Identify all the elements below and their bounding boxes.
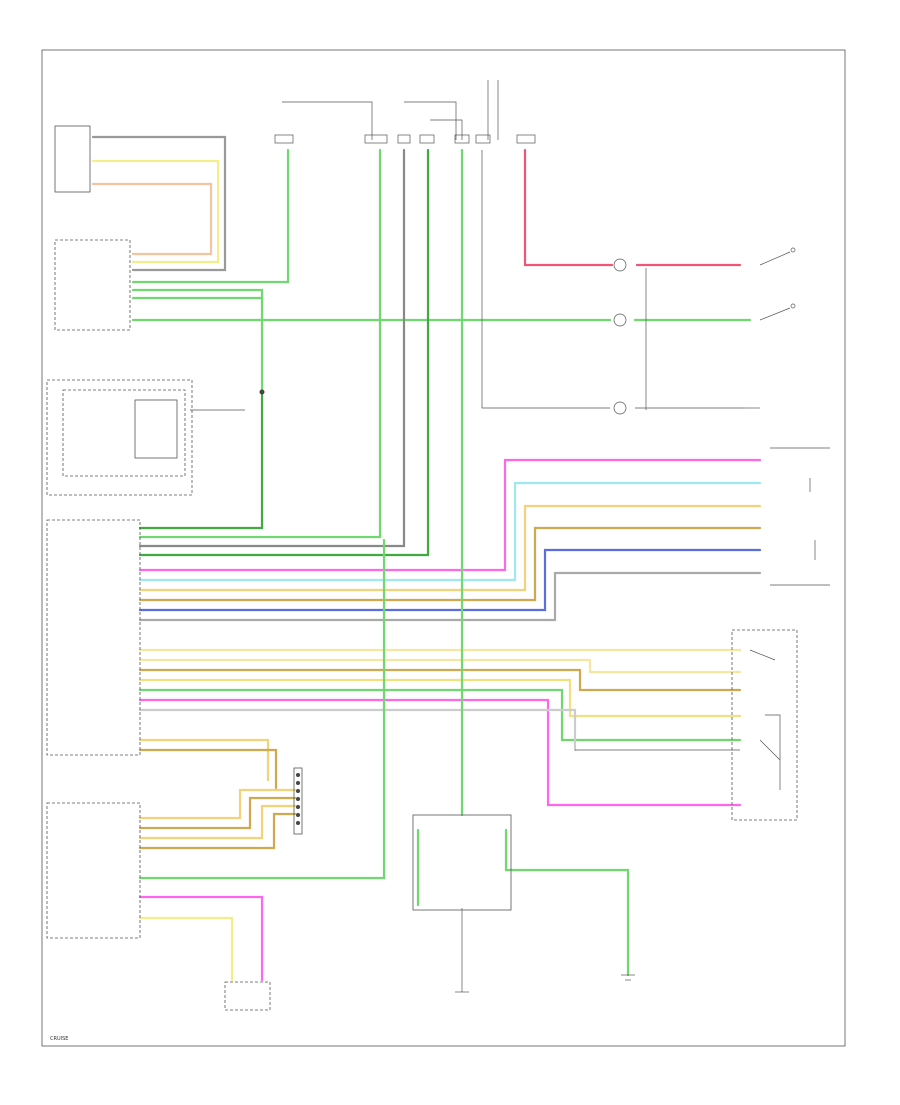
wire-tan-ecm-2 bbox=[138, 658, 742, 674]
wire-black-top-3 bbox=[430, 119, 463, 140]
switch-symbol-6 bbox=[765, 714, 781, 790]
wire-tan-tcm-1 bbox=[138, 788, 297, 820]
top-connector-5 bbox=[454, 134, 470, 144]
diagram-frame bbox=[41, 49, 846, 1047]
splice-dot-5 bbox=[296, 797, 300, 801]
wire-black-1 bbox=[481, 150, 610, 409]
splice-dot-2 bbox=[296, 773, 300, 777]
wire-yellow-tcm bbox=[138, 916, 234, 982]
wire-gray-ecm bbox=[138, 708, 577, 752]
lamp-group bbox=[613, 258, 627, 415]
switch-contact-2 bbox=[790, 303, 796, 309]
top-connector-1 bbox=[274, 134, 294, 144]
wire-orange-1 bbox=[91, 182, 213, 256]
splice-dot-4 bbox=[296, 789, 300, 793]
fuse-block-box bbox=[412, 814, 512, 911]
wire-brown-tcm-2 bbox=[138, 812, 297, 850]
switch-symbol-1 bbox=[759, 251, 791, 266]
tcm-box bbox=[46, 802, 141, 939]
splice-dot-8 bbox=[296, 821, 300, 825]
wire-yellow-1 bbox=[91, 159, 220, 264]
connector-box-top-left bbox=[54, 125, 91, 193]
wire-group bbox=[91, 135, 762, 982]
top-connector-2 bbox=[364, 134, 388, 144]
switch-symbol-group bbox=[745, 247, 816, 790]
switch-symbol-4 bbox=[749, 649, 776, 661]
splice-connector-box bbox=[293, 767, 303, 835]
wire-green-tcm-stop bbox=[138, 538, 386, 880]
switch-symbol-2 bbox=[759, 307, 791, 321]
wire-green-fuse-2 bbox=[504, 828, 630, 977]
top-connector-6 bbox=[475, 134, 491, 144]
wire-blue-ipc bbox=[138, 548, 762, 612]
splice-dot-group bbox=[259, 389, 300, 825]
wire-green-ipc-1 bbox=[138, 148, 382, 539]
wire-tan-ipc bbox=[138, 504, 762, 592]
cruise-switch-box bbox=[731, 629, 798, 821]
wire-pink-tcm bbox=[138, 895, 264, 982]
wire-black-top-1 bbox=[282, 101, 373, 140]
splice-dot-6 bbox=[296, 805, 300, 809]
switch-contact-1 bbox=[790, 247, 796, 253]
wire-red-1 bbox=[523, 148, 614, 267]
ipc-outer-box bbox=[46, 379, 193, 496]
switch-symbol-5 bbox=[759, 739, 781, 761]
bcm-box bbox=[54, 239, 131, 331]
wire-cyan-ipc bbox=[138, 481, 762, 582]
ecm-box bbox=[46, 519, 141, 756]
splice-dot-3 bbox=[296, 781, 300, 785]
wire-brown-ipc bbox=[138, 526, 762, 602]
ipc-module-box bbox=[62, 389, 186, 477]
wire-black-top-2 bbox=[404, 101, 457, 140]
splice-dot-1 bbox=[259, 389, 265, 395]
top-connector-7 bbox=[516, 134, 536, 144]
ipc-indicator-box bbox=[134, 399, 178, 459]
wire-gray-1 bbox=[91, 135, 227, 272]
wire-brown-tcm-1 bbox=[138, 796, 297, 830]
top-connector-3 bbox=[397, 134, 411, 144]
lamp-symbol-2 bbox=[613, 313, 627, 327]
top-connector-row bbox=[274, 134, 536, 144]
wire-pink-ecm bbox=[138, 698, 742, 807]
lamp-symbol-3 bbox=[613, 401, 627, 415]
thin-wire-group bbox=[190, 80, 745, 992]
wire-brown-ecm-splice-1 bbox=[138, 748, 278, 790]
lamp-symbol-1 bbox=[613, 258, 627, 272]
wire-dkgreen-ipc bbox=[138, 148, 430, 557]
wire-yellow-ecm bbox=[138, 678, 742, 718]
wire-green-bcm-splice bbox=[131, 288, 264, 394]
wire-dkgreen-splice-ipc bbox=[138, 390, 264, 530]
wire-tan-tcm-2 bbox=[138, 804, 297, 840]
splice-dot-7 bbox=[296, 813, 300, 817]
wire-gray-ipc bbox=[138, 148, 406, 548]
brake-switch-box bbox=[224, 981, 271, 1011]
wire-tan-ecm-splice-1 bbox=[138, 738, 270, 782]
wire-green-ecm bbox=[138, 688, 742, 742]
wire-green-bcm-top bbox=[131, 148, 290, 284]
top-connector-4 bbox=[419, 134, 435, 144]
wire-gray-ipc-2 bbox=[138, 571, 762, 622]
figure-code: CRUISE bbox=[50, 1036, 68, 1042]
bottom-ground-group bbox=[455, 974, 635, 993]
wire-pink-ipc bbox=[138, 458, 762, 572]
wire-brown-ecm bbox=[138, 668, 742, 692]
